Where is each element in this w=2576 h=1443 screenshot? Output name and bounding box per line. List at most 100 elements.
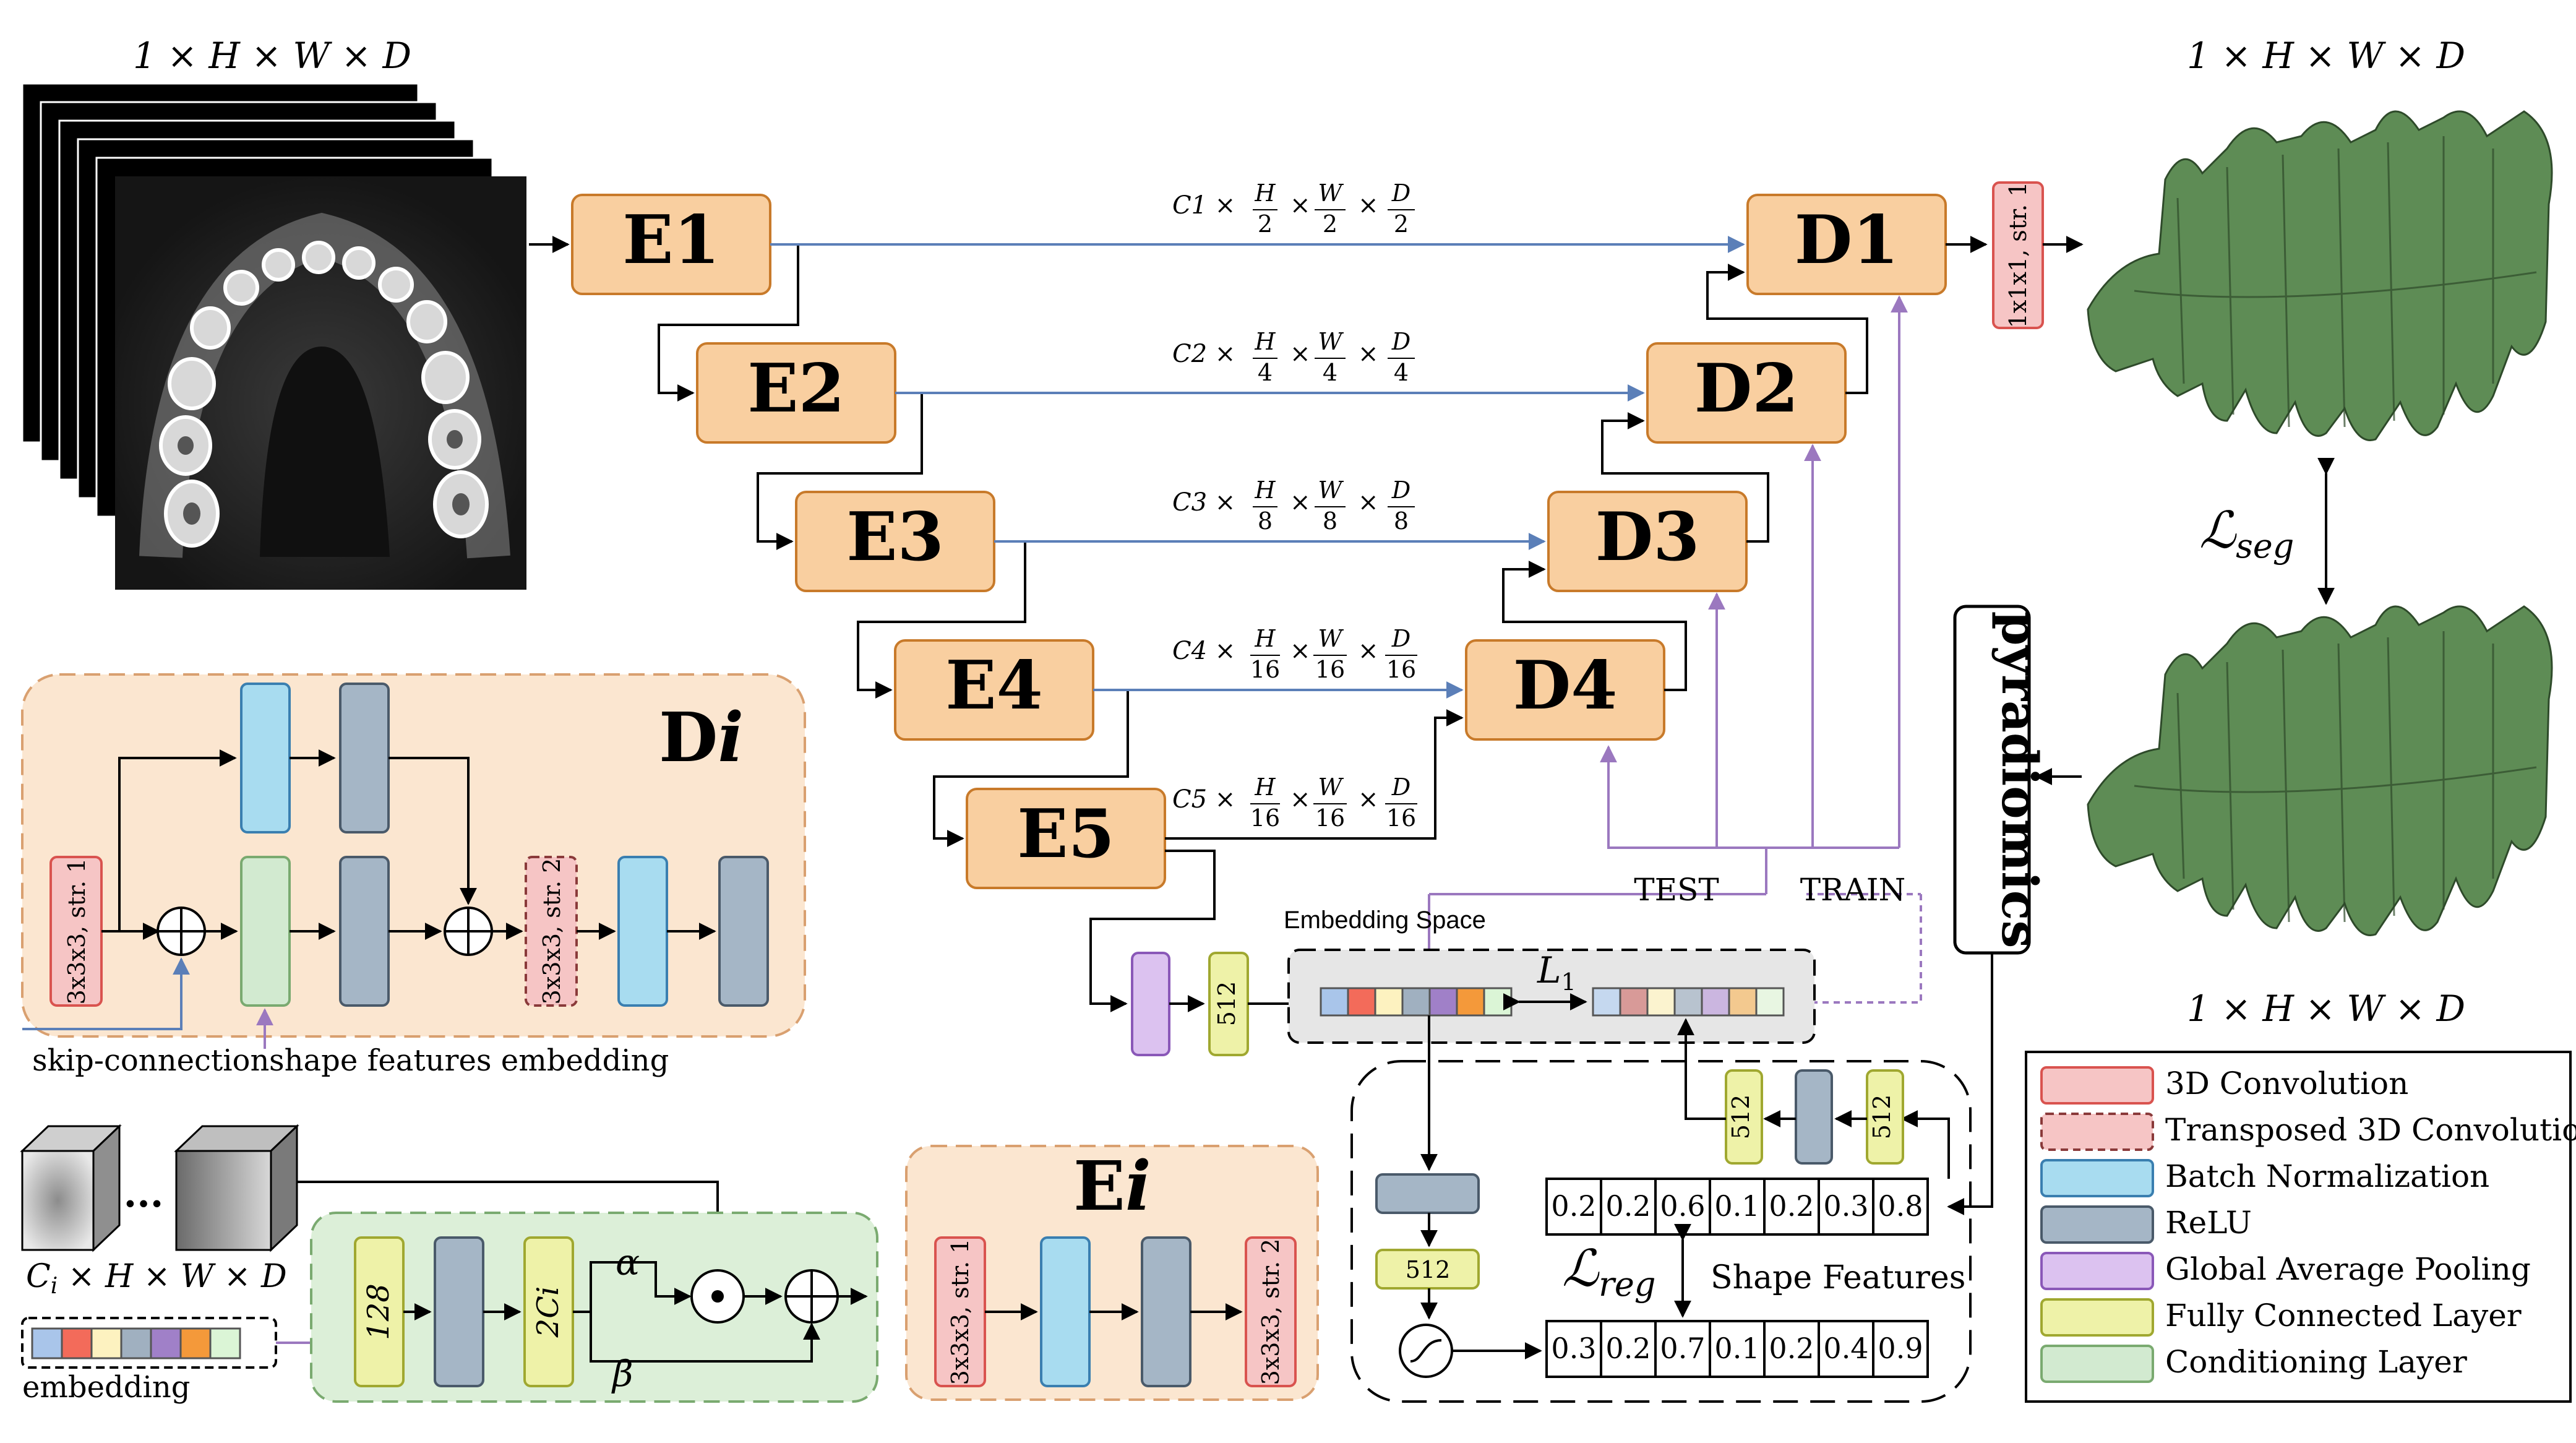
- ei-conv-1: 3x3x3, str. 1: [934, 1236, 986, 1387]
- svg-text:D: D: [1391, 328, 1410, 355]
- svg-text:W: W: [1318, 773, 1344, 801]
- reg-relu-block: [1375, 1173, 1480, 1214]
- legend-item: ReLU: [2040, 1205, 2252, 1244]
- svg-text:3x3x3, str. 1: 3x3x3, str. 1: [63, 858, 90, 1005]
- fc-512-block: 512: [1208, 952, 1249, 1056]
- svg-text:×: ×: [1358, 488, 1379, 517]
- predicted-feature-cell: 0.2: [1769, 1332, 1814, 1365]
- svg-text:Fully Connected Layer: Fully Connected Layer: [2165, 1298, 2522, 1333]
- svg-text:D4: D4: [1513, 647, 1618, 725]
- l1-label: L1: [1537, 949, 1576, 996]
- svg-text:512: 512: [1213, 981, 1240, 1027]
- decoder-d1: D1: [1746, 194, 1947, 295]
- di-cond-block: [240, 856, 291, 1007]
- svg-text:512: 512: [1868, 1095, 1896, 1140]
- svg-text:16: 16: [1386, 804, 1416, 832]
- final-conv-block: 1x1x1, str. 1: [1992, 181, 2044, 329]
- svg-text:×: ×: [1358, 191, 1379, 220]
- di-add-1-icon: [157, 907, 206, 956]
- predicted-feature-cell: 0.4: [1823, 1332, 1868, 1365]
- di-relu-bottom: [718, 856, 769, 1007]
- feature-cube-2: [174, 1124, 299, 1252]
- legend: 3D Convolution Transposed 3D Convolution…: [2025, 1051, 2576, 1403]
- svg-text:D2: D2: [1694, 350, 1799, 428]
- ei-conv-2: 3x3x3, str. 2: [1245, 1236, 1297, 1387]
- svg-text:H: H: [1254, 476, 1276, 504]
- svg-text:E3: E3: [846, 498, 943, 576]
- encoder-e3: E3: [795, 491, 995, 592]
- reg-loss-label: ℒreg: [1562, 1239, 1655, 1304]
- skip-dim-label-3: C3 × H8 × W8 × D8: [1172, 476, 1415, 535]
- shape-feature-cell: 0.1: [1714, 1189, 1759, 1223]
- svg-text:1x1x1, str. 1: 1x1x1, str. 1: [2004, 182, 2032, 329]
- svg-text:×: ×: [1358, 637, 1379, 665]
- input-dims-label: 1 × H × W × D: [133, 35, 411, 77]
- shape-features-table: 0.2 0.2 0.6 0.1 0.2 0.3 0.8: [1545, 1178, 1929, 1236]
- multiply-icon: [690, 1269, 745, 1324]
- embedding-input-vector: [21, 1317, 277, 1369]
- seg-loss-label: ℒseg: [2199, 501, 2294, 566]
- svg-text:512: 512: [1727, 1095, 1754, 1140]
- svg-text:×: ×: [1290, 785, 1311, 814]
- shape-feature-cell: 0.2: [1551, 1189, 1596, 1223]
- encoder-e1: E1: [571, 194, 771, 295]
- svg-text:Batch Normalization: Batch Normalization: [2165, 1158, 2489, 1194]
- svg-text:D: D: [1391, 179, 1410, 207]
- svg-text:D: D: [1391, 476, 1410, 504]
- di-relu-top: [339, 683, 390, 833]
- di-relu-mid: [339, 856, 390, 1007]
- svg-text:H: H: [1254, 328, 1276, 355]
- regression-branch-box: [1350, 1060, 1972, 1403]
- skip-dim-labels: C1 × H2 × W2 × D2 C2 × H4 × W4 × D4 C3 ×…: [1172, 179, 1417, 832]
- shape-feature-cell: 0.8: [1878, 1189, 1923, 1223]
- svg-text:16: 16: [1315, 656, 1345, 683]
- svg-text:C3 ×: C3 ×: [1172, 488, 1235, 517]
- encoder-detail-panel: Ei 3x3x3, str. 1 3x3x3, str. 2: [905, 1145, 1319, 1401]
- skip-connection-label: skip-connection: [32, 1043, 269, 1078]
- output-bottom-dims: 1 × H × W × D: [2187, 988, 2465, 1030]
- reg-fc-512-block: 512: [1375, 1249, 1480, 1290]
- svg-text:D: D: [1391, 625, 1410, 652]
- skip-connections: [770, 236, 1745, 699]
- ei-relu: [1141, 1236, 1191, 1387]
- embedding-space-label: Embedding Space: [1284, 907, 1486, 934]
- legend-item: Fully Connected Layer: [2040, 1298, 2522, 1337]
- svg-text:×: ×: [1290, 191, 1311, 220]
- cube-ellipsis: ...: [124, 1171, 164, 1216]
- svg-text:3x3x3, str. 2: 3x3x3, str. 2: [1257, 1239, 1284, 1385]
- decoder-d2: D2: [1646, 342, 1847, 444]
- add-icon: [784, 1269, 839, 1324]
- svg-text:16: 16: [1315, 804, 1345, 832]
- svg-text:C5 ×: C5 ×: [1172, 785, 1235, 814]
- svg-text:pyradiomics: pyradiomics: [1991, 611, 2049, 949]
- sigmoid-icon: [1399, 1324, 1453, 1378]
- shape-embedding-label: shape features embedding: [269, 1043, 669, 1078]
- beta-label: β: [611, 1353, 633, 1395]
- svg-text:16: 16: [1386, 656, 1416, 683]
- cond-fc-2c: 2Ci: [523, 1236, 574, 1387]
- legend-item: Transposed 3D Convolution: [2040, 1112, 2576, 1151]
- di-conv-block: 3x3x3, str. 1: [49, 856, 103, 1007]
- decoder-detail-panel: Di 3x3x3, str. 1 3x3x3, str. 2: [21, 673, 806, 1049]
- svg-text:C1 ×: C1 ×: [1172, 191, 1235, 220]
- svg-text:W: W: [1318, 179, 1344, 207]
- shape-feature-cell: 0.3: [1823, 1189, 1868, 1223]
- svg-text:8: 8: [1394, 507, 1409, 535]
- predicted-feature-cell: 0.3: [1551, 1332, 1596, 1365]
- svg-text:3D Convolution: 3D Convolution: [2165, 1066, 2408, 1101]
- svg-text:D3: D3: [1595, 498, 1700, 576]
- skip-dim-label-4: C4 × H16 × W16 × D16: [1172, 625, 1417, 683]
- embedding-vector-gt: [1592, 987, 1785, 1017]
- decoder-blocks: D1 D2 D3 D4: [1465, 194, 1947, 741]
- svg-text:4: 4: [1394, 359, 1409, 386]
- svg-text:C4 ×: C4 ×: [1172, 637, 1235, 665]
- predicted-feature-cell: 0.1: [1714, 1332, 1759, 1365]
- svg-text:E4: E4: [945, 647, 1042, 725]
- ground-truth-teeth-mesh: [2087, 605, 2553, 936]
- svg-text:Conditioning Layer: Conditioning Layer: [2165, 1344, 2467, 1380]
- svg-text:16: 16: [1250, 656, 1280, 683]
- svg-text:2Ci: 2Ci: [531, 1286, 565, 1338]
- pyradiomics-box: pyradiomics: [1953, 605, 2049, 955]
- predicted-feature-cell: 0.2: [1605, 1332, 1651, 1365]
